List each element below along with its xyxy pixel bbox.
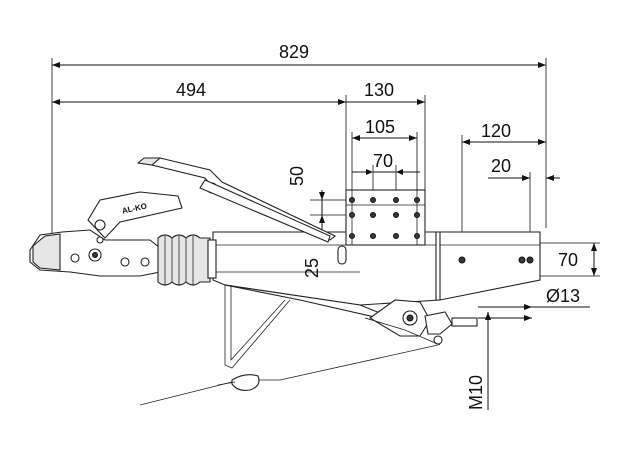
breakaway-cable xyxy=(139,344,439,406)
handbrake-lever xyxy=(136,157,337,243)
dim-coupling-to-flange: 494 xyxy=(176,80,206,100)
dim-rear-hole-vertical: 70 xyxy=(558,250,578,270)
coupling-head: AL-KO xyxy=(29,191,183,277)
dim-flange-hole-span-outer: 105 xyxy=(365,117,395,137)
bellows xyxy=(157,234,217,286)
dim-flange-width: 130 xyxy=(364,80,394,100)
brake-linkage xyxy=(364,299,478,346)
dim-hole-diameter: Ø13 xyxy=(546,286,580,306)
dim-rear-span: 120 xyxy=(481,121,511,141)
dim-flange-hole-vertical-bottom: 25 xyxy=(302,258,322,278)
dim-cable-thread: M10 xyxy=(466,375,486,410)
drawbar-housing xyxy=(212,189,541,369)
dim-flange-hole-vertical-top: 50 xyxy=(287,166,307,186)
dim-flange-hole-span-inner: 70 xyxy=(373,151,393,171)
dim-rear-offset: 20 xyxy=(491,156,511,176)
mounting-flange xyxy=(345,189,426,246)
dim-overall-length: 829 xyxy=(279,42,309,62)
dimension-labels: 829 494 130 105 70 120 20 70 Ø13 50 25 M… xyxy=(176,42,580,410)
